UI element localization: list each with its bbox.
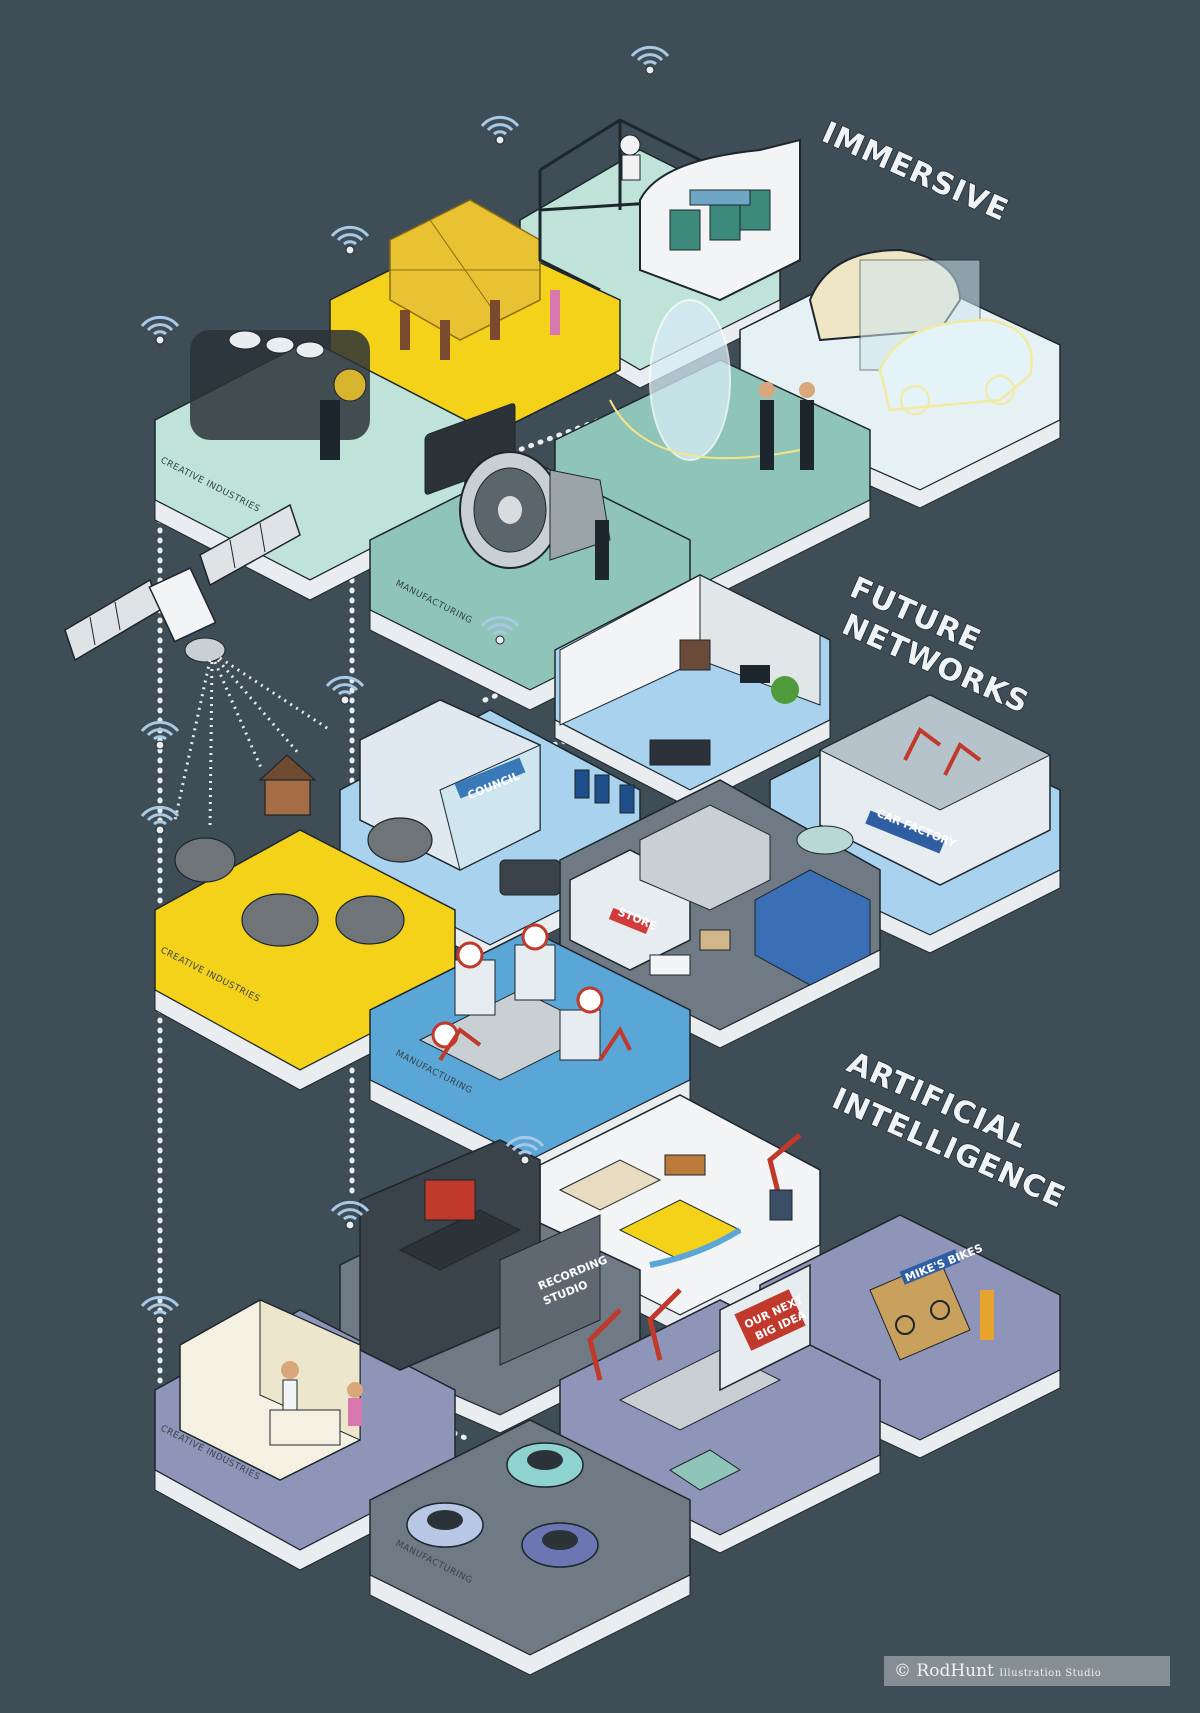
vr-players [759,382,815,470]
heading-immersive: IMMERSIVE [817,115,1014,228]
recording-studio: RECORDING STUDIO [359,1139,609,1371]
conveyor-scene [418,923,632,1081]
credit-suffix: Illustration Studio [999,1668,1102,1679]
level-artificial-intelligence: CREATIVE INDUSTRIES MANUFACTURING RECORD… [140,1045,1071,1676]
safari-scene [174,754,433,947]
train-carriage [639,138,801,302]
hay-bales [389,199,541,341]
logistics-scene: STORE [569,804,871,986]
level-future-networks: CREATIVE INDUSTRIES MANUFACTURING COUNCI… [64,503,1061,1181]
credit-brand: © RodHunt [894,1661,994,1681]
kitchen-scene [179,1299,363,1481]
wifi-icon [480,115,520,146]
credit-watermark: © RodHunt Illustration Studio [884,1656,1170,1686]
workers-figures [400,290,560,360]
orchestra-scene [190,330,370,460]
satellite-beams [173,656,331,831]
astronaut-figure [619,134,641,181]
wifi-icon [140,720,180,751]
relax-scene [558,1133,802,1268]
level-immersive: CREATIVE INDUSTRIES MANUFACTURING [140,45,1061,711]
car-prototype [808,248,1033,415]
self-driving-cars [406,1442,599,1568]
satellite-icon [64,503,301,663]
wifi-icon [630,45,670,76]
wifi-icon [330,225,370,256]
wifi-icon [140,315,180,346]
vr-hologram-figure [609,299,801,461]
car-factory-building: CAR FACTORY [796,694,1052,886]
wifi-icon [325,675,365,706]
jet-engine [424,403,611,580]
living-room-scene [559,574,821,766]
robot-line-scene: OUR NEXT BIG IDEA [587,1263,811,1491]
